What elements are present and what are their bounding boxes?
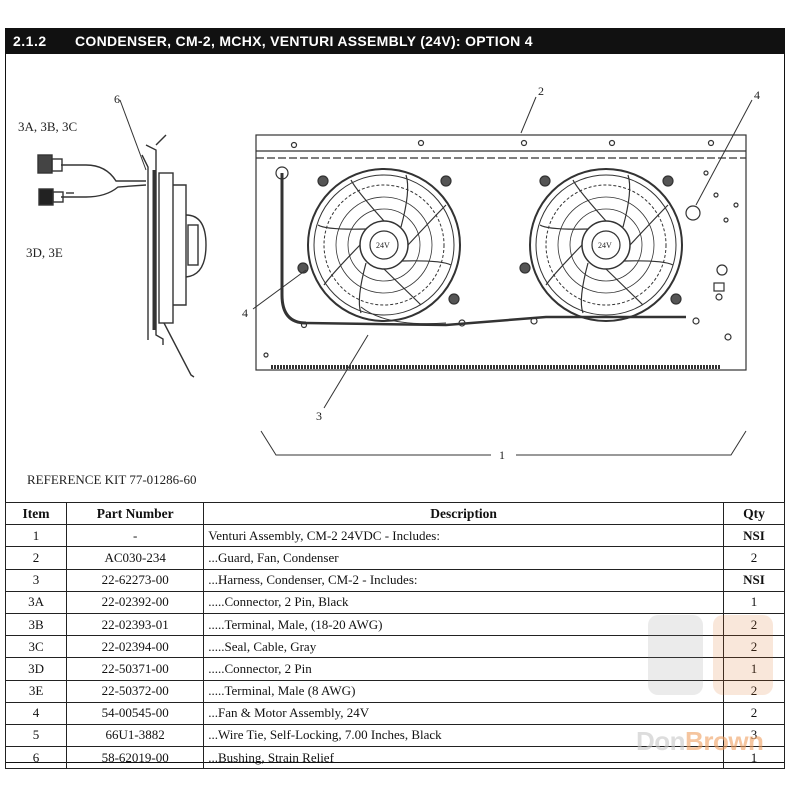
table-row: 1-Venturi Assembly, CM-2 24VDC - Include… [4,524,786,548]
leader-lines [252,96,753,456]
cell-item: 3C [4,635,68,659]
exploded-diagram: 6 3A, 3B, 3C 3D, 3E [18,84,760,462]
front-view [255,134,747,371]
callout-4-left: 4 [242,306,248,320]
cell-desc: ...Guard, Fan, Condenser [203,546,724,570]
cell-part: 22-02392-00 [66,590,205,614]
cell-part: 22-62273-00 [66,568,205,592]
cell-desc: ...Wire Tie, Self-Locking, 7.00 Inches, … [203,723,724,748]
header-item: Item [4,501,68,526]
callout-3abc: 3A, 3B, 3C [18,119,77,134]
cell-qty: 2 [722,546,786,570]
callout-4-top: 4 [754,88,760,102]
cell-part: 54-00545-00 [66,701,205,725]
cell-item: 6 [4,746,68,770]
table-header-row: Item Part Number Description Qty [4,501,786,526]
header-part-number: Part Number [66,501,205,526]
cell-part: AC030-234 [66,546,205,570]
cell-qty: 1 [722,746,786,770]
cell-item: 3 [4,568,68,592]
cell-desc: .....Terminal, Male, (18-20 AWG) [203,612,724,637]
cell-qty: 1 [722,590,786,614]
header-qty: Qty [722,501,786,526]
cell-desc: .....Seal, Cable, Gray [203,635,724,659]
parts-table: Item Part Number Description Qty 1-Ventu… [4,501,786,770]
cell-desc: .....Connector, 2 Pin [203,657,724,681]
cell-item: 5 [4,723,68,748]
cell-part: 66U1-3882 [66,723,205,748]
cell-item: 3B [4,612,68,637]
cell-part: 22-50371-00 [66,657,205,681]
callout-6: 6 [114,92,120,106]
cell-qty: 1 [722,657,786,681]
cell-part: 22-50372-00 [66,679,205,703]
cell-desc: .....Terminal, Male (8 AWG) [203,679,724,703]
callout-2: 2 [538,84,544,98]
cell-item: 3E [4,679,68,703]
side-view [37,99,207,378]
header-description: Description [203,501,724,526]
cell-desc: ...Bushing, Strain Relief [203,746,724,770]
cell-desc: Venturi Assembly, CM-2 24VDC - Includes: [203,524,724,548]
cell-qty: 3 [722,723,786,748]
cell-qty: NSI [722,524,786,548]
callout-1: 1 [499,448,505,462]
fan-label-left: 24V [376,241,390,250]
cell-part: - [66,524,205,548]
section-title: CONDENSER, CM-2, MCHX, VENTURI ASSEMBLY … [75,33,533,49]
cell-item: 3D [4,657,68,681]
cell-part: 22-02394-00 [66,635,205,659]
callout-3de: 3D, 3E [26,245,63,260]
cell-part: 22-02393-01 [66,612,205,637]
cell-item: 3A [4,590,68,614]
cell-item: 1 [4,524,68,548]
cell-qty: 2 [722,679,786,703]
cell-qty: 2 [722,635,786,659]
callout-3: 3 [316,409,322,423]
cell-qty: NSI [722,568,786,592]
cell-qty: 2 [722,701,786,725]
cell-desc: ...Fan & Motor Assembly, 24V [203,701,724,725]
cell-item: 4 [4,701,68,725]
section-number: 2.1.2 [13,33,47,49]
section-header: 2.1.2 CONDENSER, CM-2, MCHX, VENTURI ASS… [5,28,785,54]
cell-item: 2 [4,546,68,570]
cell-desc: ...Harness, Condenser, CM-2 - Includes: [203,568,724,592]
fan-label-right: 24V [598,241,612,250]
reference-kit: REFERENCE KIT 77-01286-60 [27,472,197,487]
cell-part: 58-62019-00 [66,746,205,770]
cell-desc: .....Connector, 2 Pin, Black [203,590,724,614]
cell-qty: 2 [722,612,786,637]
